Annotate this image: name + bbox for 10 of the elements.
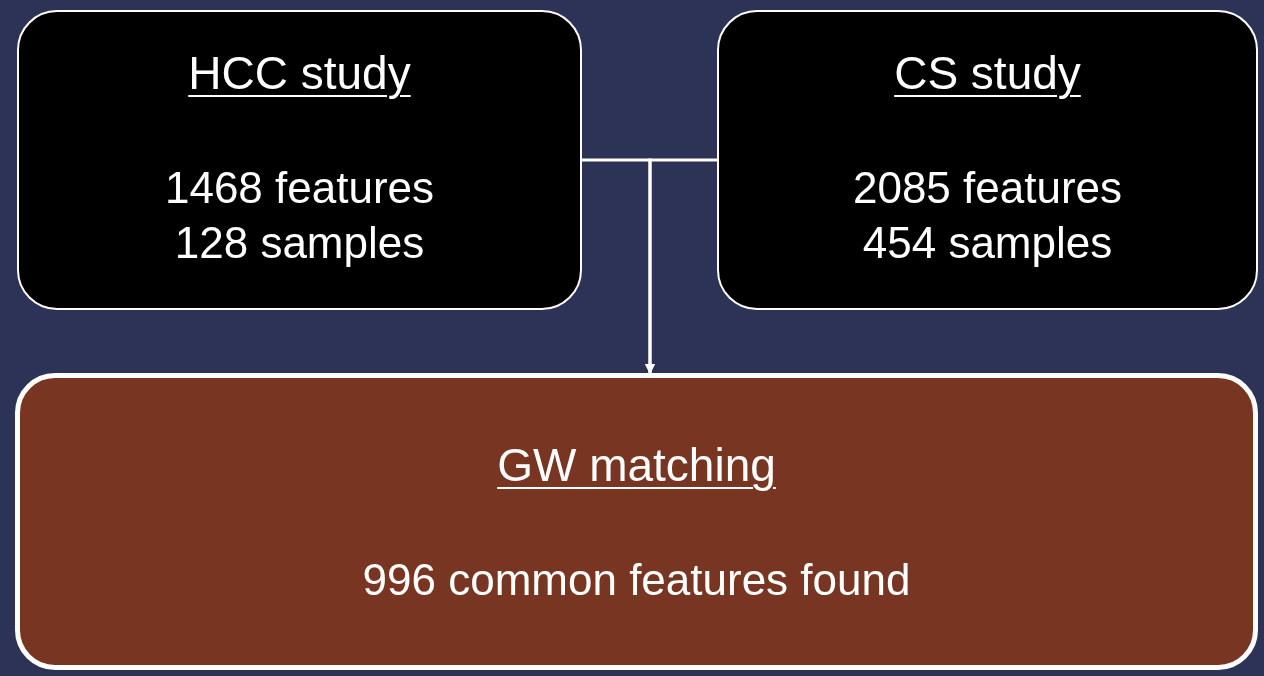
- box-heading: GW matching: [497, 438, 776, 492]
- box-description: 996 common features found: [362, 554, 911, 606]
- study-box: [17, 10, 582, 310]
- box-heading: CS study: [894, 46, 1081, 100]
- box-description: 1468 features 128 samples: [163, 162, 436, 269]
- box-heading: HCC study: [188, 46, 411, 100]
- box-description: 2085 features 454 samples: [851, 162, 1124, 269]
- study-box: [717, 10, 1258, 310]
- connector-arrow: [645, 158, 717, 374]
- result-box: [15, 373, 1258, 670]
